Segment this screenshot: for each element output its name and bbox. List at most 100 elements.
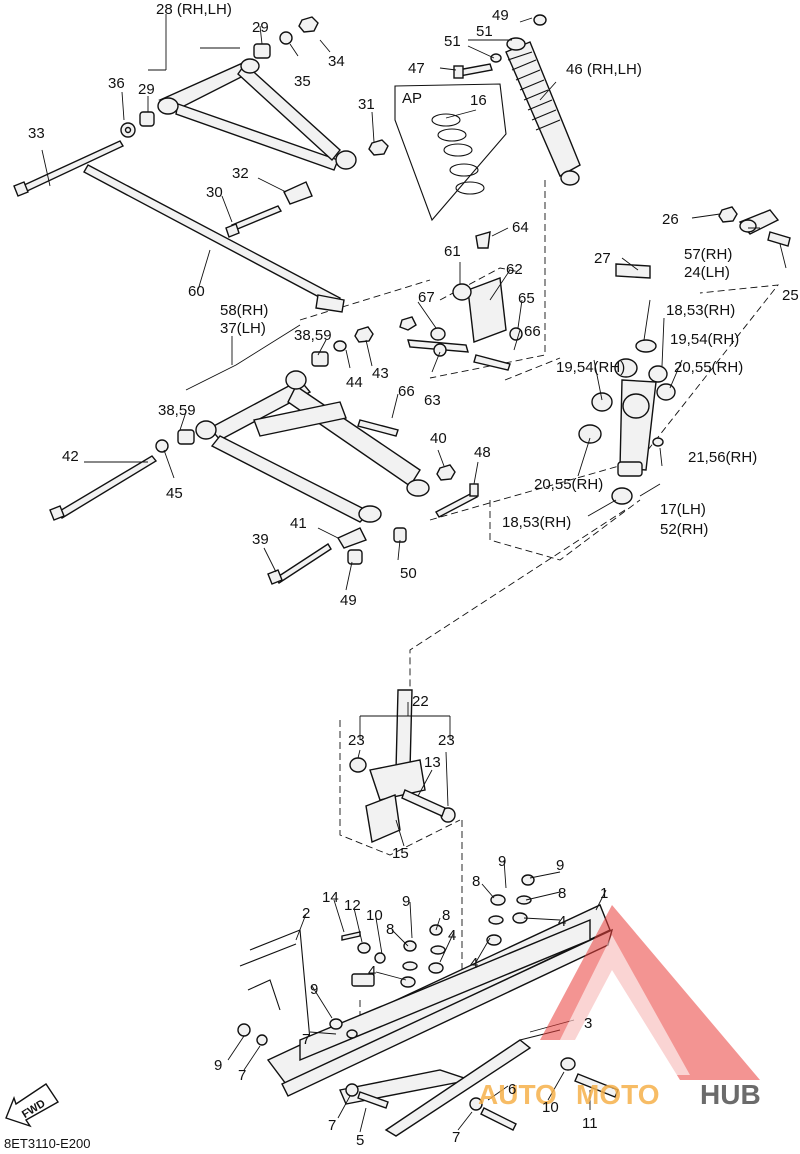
spindle-assembly <box>349 689 456 843</box>
callout-label: 2 <box>302 905 310 922</box>
callout-label: 35 <box>294 73 311 90</box>
callout-label: 40 <box>430 430 447 447</box>
callout-label: 4 <box>368 963 376 980</box>
diagram-code: 8ET3110-E200 <box>4 1136 91 1151</box>
callout-label: 48 <box>474 444 491 461</box>
callout-label: 33 <box>28 125 45 142</box>
callout-label: 51 <box>444 33 461 50</box>
callout-label: 65 <box>518 290 535 307</box>
callout-label: 64 <box>512 219 529 236</box>
callout-label: 7 <box>452 1129 460 1146</box>
callout-label: 15 <box>392 845 409 862</box>
callout-label: 29 <box>252 19 269 36</box>
callout-label: 23 <box>348 732 365 749</box>
callout-label: 37(LH) <box>220 320 266 337</box>
callout-label: 32 <box>232 165 249 182</box>
callout-label: 7 <box>302 1031 310 1048</box>
callout-label: 21,56(RH) <box>688 449 757 466</box>
callout-label: 49 <box>340 592 357 609</box>
callout-label: 46 (RH,LH) <box>566 61 642 78</box>
callout-label: 12 <box>344 897 361 914</box>
callout-label: 67 <box>418 289 435 306</box>
callout-label: 19,54(RH) <box>670 331 739 348</box>
callout-label: 9 <box>214 1057 222 1074</box>
callout-label: 5 <box>356 1132 364 1149</box>
callout-label: 7 <box>328 1117 336 1134</box>
callout-label: 51 <box>476 23 493 40</box>
callout-label: 47 <box>408 60 425 77</box>
callout-label: 25 <box>782 287 799 304</box>
callout-label: 39 <box>252 531 269 548</box>
callout-label: 52(RH) <box>660 521 708 538</box>
callout-label: 50 <box>400 565 417 582</box>
callout-label: 3 <box>584 1015 592 1032</box>
watermark-hub: HUB <box>700 1079 761 1110</box>
callout-labels: 28 (RH,LH) 29 34 35 36 29 33 31 32 30 60… <box>28 1 799 1149</box>
lower-arm-assembly <box>49 326 479 585</box>
callout-label: 28 (RH,LH) <box>156 1 232 18</box>
callout-label: 57(RH) <box>684 246 732 263</box>
callout-label: 27 <box>594 250 611 267</box>
callout-label: 62 <box>506 261 523 278</box>
shock-absorber-46 <box>394 14 581 222</box>
callout-label: 10 <box>542 1099 559 1116</box>
callout-label: 49 <box>492 7 509 24</box>
callout-label: 66 <box>524 323 541 340</box>
callout-label: 20,55(RH) <box>534 476 603 493</box>
callout-label: 13 <box>424 754 441 771</box>
callout-label: 31 <box>358 96 375 113</box>
callout-label: 8 <box>386 921 394 938</box>
callout-label: 10 <box>366 907 383 924</box>
upper-arm-assembly <box>13 16 389 313</box>
callout-label: 4 <box>558 913 566 930</box>
callout-label: 24(LH) <box>684 264 730 281</box>
callout-label: 8 <box>472 873 480 890</box>
callout-label: 22 <box>412 693 429 710</box>
callout-label: 61 <box>444 243 461 260</box>
callout-label: 9 <box>556 857 564 874</box>
callout-label: 4 <box>448 927 456 944</box>
callout-label: 41 <box>290 515 307 532</box>
callout-label: 38,59 <box>158 402 196 419</box>
callout-label: 38,59 <box>294 327 332 344</box>
callout-label: 18,53(RH) <box>666 302 735 319</box>
callout-label: 11 <box>582 1115 598 1132</box>
callout-label: 20,55(RH) <box>674 359 743 376</box>
callout-label: 9 <box>402 893 410 910</box>
ski-assembly <box>237 874 619 1137</box>
callout-label: 4 <box>470 955 478 972</box>
callout-label: 29 <box>138 81 155 98</box>
callout-label: 8 <box>558 885 566 902</box>
callout-label: 43 <box>372 365 389 382</box>
watermark-auto: AUTO <box>478 1079 557 1110</box>
watermark-triangle-icon <box>540 905 760 1080</box>
inset-label: AP <box>402 90 422 107</box>
callout-label: 23 <box>438 732 455 749</box>
callout-label: 9 <box>310 981 318 998</box>
callout-label: 58(RH) <box>220 302 268 319</box>
callout-label: 45 <box>166 485 183 502</box>
callout-label: 9 <box>498 853 506 870</box>
callout-label: 14 <box>322 889 339 906</box>
callout-label: 26 <box>662 211 679 228</box>
watermark-text: AUTO MOTO HUB <box>478 1079 761 1110</box>
fwd-arrow-icon: FWD <box>5 1083 60 1128</box>
callout-label: 7 <box>238 1067 246 1084</box>
callout-label: 17(LH) <box>660 501 706 518</box>
callout-label: 30 <box>206 184 223 201</box>
callout-label: 8 <box>442 907 450 924</box>
callout-label: 34 <box>328 53 345 70</box>
callout-label: 44 <box>346 374 363 391</box>
callout-label: 60 <box>188 283 205 300</box>
callout-label: 19,54(RH) <box>556 359 625 376</box>
callout-label: 66 <box>398 383 415 400</box>
callout-label: 36 <box>108 75 125 92</box>
callout-label: 63 <box>424 392 441 409</box>
leader-lines <box>41 14 787 1133</box>
callout-label: 1 <box>600 885 608 902</box>
callout-label: 16 <box>470 92 487 109</box>
watermark-moto: MOTO <box>576 1079 659 1110</box>
link-assembly <box>399 231 523 371</box>
callout-label: 6 <box>508 1081 516 1098</box>
